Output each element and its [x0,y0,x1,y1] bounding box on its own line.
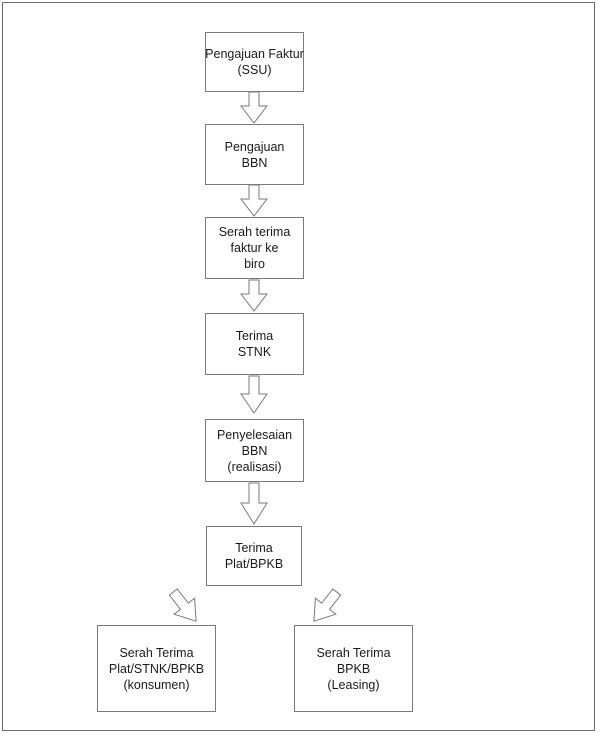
node-serah-terima-faktur-ke-biro[interactable]: Serah terima faktur ke biro [205,217,304,279]
node-label-line1: Serah Terima [316,645,391,660]
node-label-line2: (SSU) [237,63,272,77]
arrow-down-left-icon-plat-to-konsumen [163,586,207,628]
node-serah-terima-konsumen[interactable]: Serah Terima Plat/STNK/BPKB (konsumen) [97,625,216,712]
arrow-down-icon-biro-to-stnk [239,279,269,312]
node-label-line1: Terima [235,329,274,343]
arrow-down-icon-penyelesaian-to-plat [240,482,268,525]
node-label-line1: Terima [235,541,273,555]
node-label-line3: (konsumen) [123,677,190,692]
arrow-down-icon-bbn-to-biro [239,184,269,217]
node-label-line2: STNK [237,345,272,359]
node-label-line2: BBN [241,443,268,458]
node-label-line1: Serah terima [218,225,291,239]
node-label-line1: Penyelesaian [216,427,293,442]
arrow-down-icon-stnk-to-penyelesaian [240,375,268,414]
node-label-line2: Plat/STNK/BPKB [108,661,205,676]
node-terima-plat-bpkb[interactable]: Terima Plat/BPKB [206,526,302,586]
node-pengajuan-faktur[interactable]: Pengajuan Faktur (SSU) [205,32,304,92]
arrow-down-right-icon-plat-to-leasing [303,586,347,628]
node-label-line2: BBN [241,155,268,170]
node-label-line3: biro [244,257,265,271]
arrow-down-icon-faktur-to-bbn [239,91,269,124]
node-label-line1: Pengajuan [224,139,285,154]
node-penyelesaian-bbn[interactable]: Penyelesaian BBN (realisasi) [205,419,304,482]
node-serah-terima-leasing[interactable]: Serah Terima BPKB (Leasing) [294,625,413,712]
node-label-line1: Serah Terima [119,645,194,660]
node-label-line3: (realisasi) [227,459,282,474]
node-pengajuan-bbn[interactable]: Pengajuan BBN [205,124,304,185]
node-label-line1: Pengajuan Faktur [205,47,304,61]
node-label-line2: Plat/BPKB [224,557,284,571]
node-label-line2: faktur ke [230,241,279,255]
node-label-line2: BPKB [336,661,371,676]
node-label-line3: (Leasing) [327,677,380,692]
node-terima-stnk[interactable]: Terima STNK [205,313,304,375]
